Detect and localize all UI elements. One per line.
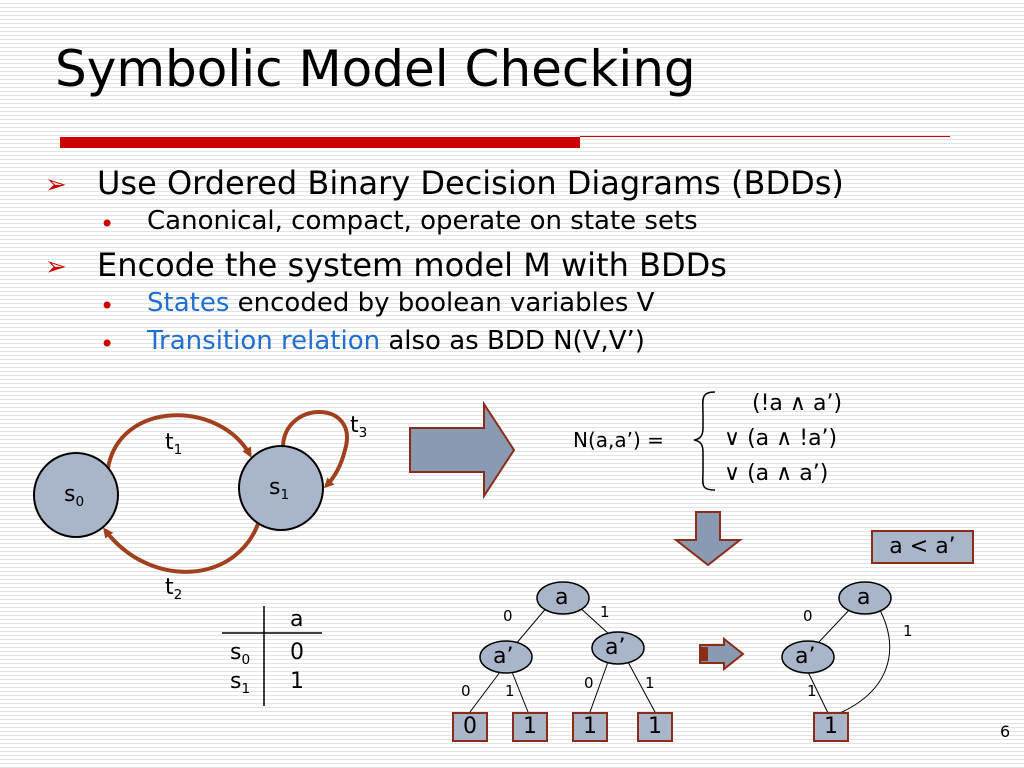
arc-t2	[103, 517, 262, 574]
bdd-left-edge-1: 1	[505, 682, 515, 700]
bdd-right-edge-0: 0	[584, 674, 594, 692]
bdd-edge-root-low	[514, 605, 549, 646]
subbullet-3-highlight: Transition relation	[147, 326, 381, 356]
rbdd-edge-high	[839, 609, 891, 714]
subbullet-1-text: Canonical, compact, operate on state set…	[147, 206, 698, 236]
rbdd-edge-low-label: 0	[803, 607, 813, 625]
rbdd-node-label: a’	[795, 644, 816, 669]
table-row-s1-state: s1	[230, 669, 251, 697]
subbullet-3-rest: also as BDD N(V,V’)	[380, 326, 645, 356]
subbullet-3-text: Transition relation also as BDD N(V,V’)	[147, 326, 645, 356]
table-row-s0-state: s0	[230, 640, 251, 668]
bdd-right-edge-1: 1	[645, 674, 655, 692]
rbdd-node-root	[838, 581, 892, 615]
rbdd-leaf: 1	[813, 712, 849, 742]
bdd-edge-left-high	[511, 671, 529, 713]
bullet-1-text: Use Ordered Binary Decision Diagrams (BD…	[97, 164, 844, 202]
relation-lhs: N(a,a’) =	[573, 428, 664, 452]
subbullet-2-text: States encoded by boolean variables V	[147, 288, 654, 318]
bullet-marker-2: ➢	[45, 252, 67, 282]
bdd-root-label: a	[555, 585, 569, 610]
bdd-node-left	[479, 640, 533, 674]
rbdd-node-a-prime	[781, 640, 835, 674]
reduce-arrow-tail	[700, 647, 708, 661]
table-row-s1-value: 1	[290, 669, 304, 694]
table-row-s0-value: 0	[290, 640, 304, 665]
transition-t3-label: t3	[350, 413, 368, 441]
bdd-edge-left-low	[469, 671, 501, 713]
bullet-marker-1: ➢	[45, 170, 67, 200]
slide-title: Symbolic Model Checking	[55, 40, 696, 98]
relation-brace	[693, 391, 716, 491]
rbdd-root-label: a	[857, 585, 871, 610]
bdd-leaf-1: 0	[452, 712, 488, 742]
arc-t1	[106, 413, 252, 469]
transition-t2-label: t2	[165, 575, 183, 603]
bdd-edge-right-high	[627, 661, 656, 713]
table-header-a: a	[290, 607, 304, 632]
relation-term-2: ∨ (a ∧ !a’)	[724, 426, 838, 451]
subbullet-dot-2: •	[100, 292, 115, 320]
subbullet-dot-1: •	[100, 210, 115, 238]
title-rule-thin	[580, 136, 950, 137]
state-s1-circle	[238, 445, 324, 531]
title-rule-thick	[60, 137, 580, 148]
rbdd-edge-node	[807, 671, 829, 714]
state-s0-label: s0	[64, 482, 85, 510]
state-s0-circle	[33, 452, 119, 538]
relation-term-3: ∨ (a ∧ a’)	[724, 461, 829, 486]
transition-t1-label: t1	[165, 430, 183, 458]
bdd-edge-right-low	[589, 661, 609, 713]
arc-t3	[281, 410, 349, 489]
bdd-node-right	[591, 631, 645, 665]
bdd-left-label: a’	[493, 644, 514, 669]
rbdd-edge-high-label: 1	[903, 622, 913, 640]
page-number: 6	[1000, 722, 1011, 741]
bdd-leaf-2: 1	[512, 712, 548, 742]
subbullet-dot-3: •	[100, 330, 115, 358]
reduce-arrow-right	[699, 636, 745, 672]
bdd-edge-root-high	[577, 605, 611, 636]
encode-arrow-right	[409, 400, 516, 500]
bdd-leaf-3: 1	[572, 712, 608, 742]
bdd-root-edge-1: 1	[600, 603, 610, 621]
bullet-2-text: Encode the system model M with BDDs	[97, 246, 727, 284]
relation-term-1: (!a ∧ a’)	[752, 391, 843, 416]
rbdd-edge-low	[817, 606, 853, 644]
bdd-root-edge-0: 0	[503, 607, 513, 625]
subbullet-2-highlight: States	[147, 288, 230, 318]
encode-arrow-down	[673, 511, 743, 567]
subbullet-2-rest: encoded by boolean variables V	[229, 288, 655, 318]
bdd-node-root	[536, 581, 590, 615]
bdd-right-label: a’	[605, 635, 626, 660]
bdd-leaf-4: 1	[637, 712, 673, 742]
bdd-left-edge-0: 0	[461, 682, 471, 700]
state-s1-label: s1	[269, 475, 290, 503]
variable-order-label: a < a’	[871, 530, 974, 564]
rbdd-edge-node-label: 1	[807, 682, 817, 700]
